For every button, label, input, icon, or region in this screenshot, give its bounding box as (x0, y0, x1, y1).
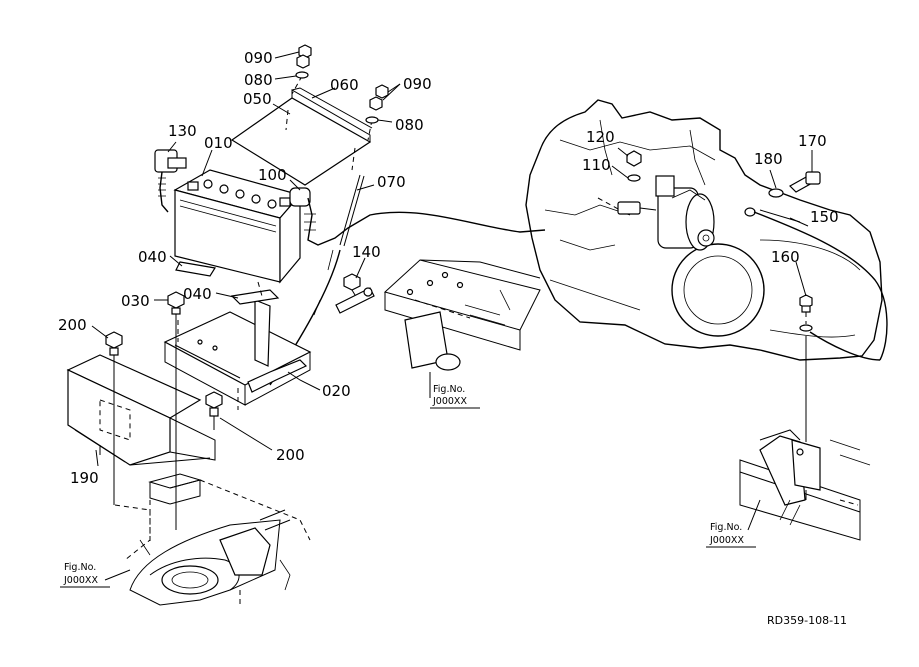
battery-cable-100 (289, 187, 546, 246)
svg-text:Fig.No.: Fig.No. (64, 562, 96, 573)
label-020: 020 (322, 382, 351, 400)
label-060: 060 (330, 76, 359, 94)
figure-ref-left: Fig.No. J000XX (60, 562, 110, 588)
label-040-lower: 040 (183, 285, 212, 303)
label-140: 140 (352, 243, 381, 261)
frame-mid (383, 259, 541, 371)
drawing-code: RD359-108-11 (767, 614, 847, 627)
label-030: 030 (121, 292, 150, 310)
label-200-upper: 200 (58, 316, 87, 334)
bolt-200-lower (205, 391, 223, 417)
engine-block (525, 99, 883, 361)
svg-text:J000XX: J000XX (63, 575, 98, 586)
label-090-left: 090 (244, 49, 273, 67)
label-150: 150 (810, 208, 839, 226)
figure-ref-mid: Fig.No. J000XX (430, 384, 480, 409)
pad-040-upper (175, 261, 216, 277)
label-200-lower: 200 (276, 446, 305, 464)
label-010: 010 (204, 134, 233, 152)
label-130: 130 (168, 122, 197, 140)
bolt-140 (335, 273, 375, 314)
label-120: 120 (586, 128, 615, 146)
label-080-left: 080 (244, 71, 273, 89)
leader-lines (91, 51, 813, 581)
part-labels: 090 080 060 050 090 080 130 010 100 070 … (58, 49, 839, 487)
label-180: 180 (754, 150, 783, 168)
svg-text:Fig.No.: Fig.No. (433, 384, 465, 395)
label-190: 190 (70, 469, 99, 487)
bolt-200-upper (105, 331, 123, 356)
nut-washer-set-left (295, 44, 312, 79)
label-160: 160 (771, 248, 800, 266)
nut-bolt-120-110 (626, 150, 642, 182)
pad-040-lower (230, 281, 280, 305)
label-090-right: 090 (403, 75, 432, 93)
svg-text:J000XX: J000XX (432, 396, 467, 407)
nut-washer-set-right (365, 84, 389, 124)
washer-bolt-180-170 (768, 171, 821, 198)
label-080-right: 080 (395, 116, 424, 134)
svg-text:J000XX: J000XX (709, 535, 744, 546)
side-cover-190 (66, 354, 216, 466)
bolt-160 (799, 294, 813, 442)
label-050: 050 (243, 90, 272, 108)
label-110: 110 (582, 156, 611, 174)
frame-bottom (114, 473, 311, 606)
label-040-upper: 040 (138, 248, 167, 266)
svg-text:Fig.No.: Fig.No. (710, 522, 742, 533)
battery-cover (230, 75, 373, 186)
label-070: 070 (377, 173, 406, 191)
figure-ref-right: Fig.No. J000XX (706, 522, 756, 548)
label-170: 170 (798, 132, 827, 150)
battery-cable-150 (744, 207, 888, 361)
battery-tray-020 (163, 299, 312, 410)
starter-motor (655, 175, 715, 251)
label-100: 100 (258, 166, 287, 184)
battery-cable-130 (154, 149, 187, 213)
frame-bracket-right (739, 429, 871, 541)
